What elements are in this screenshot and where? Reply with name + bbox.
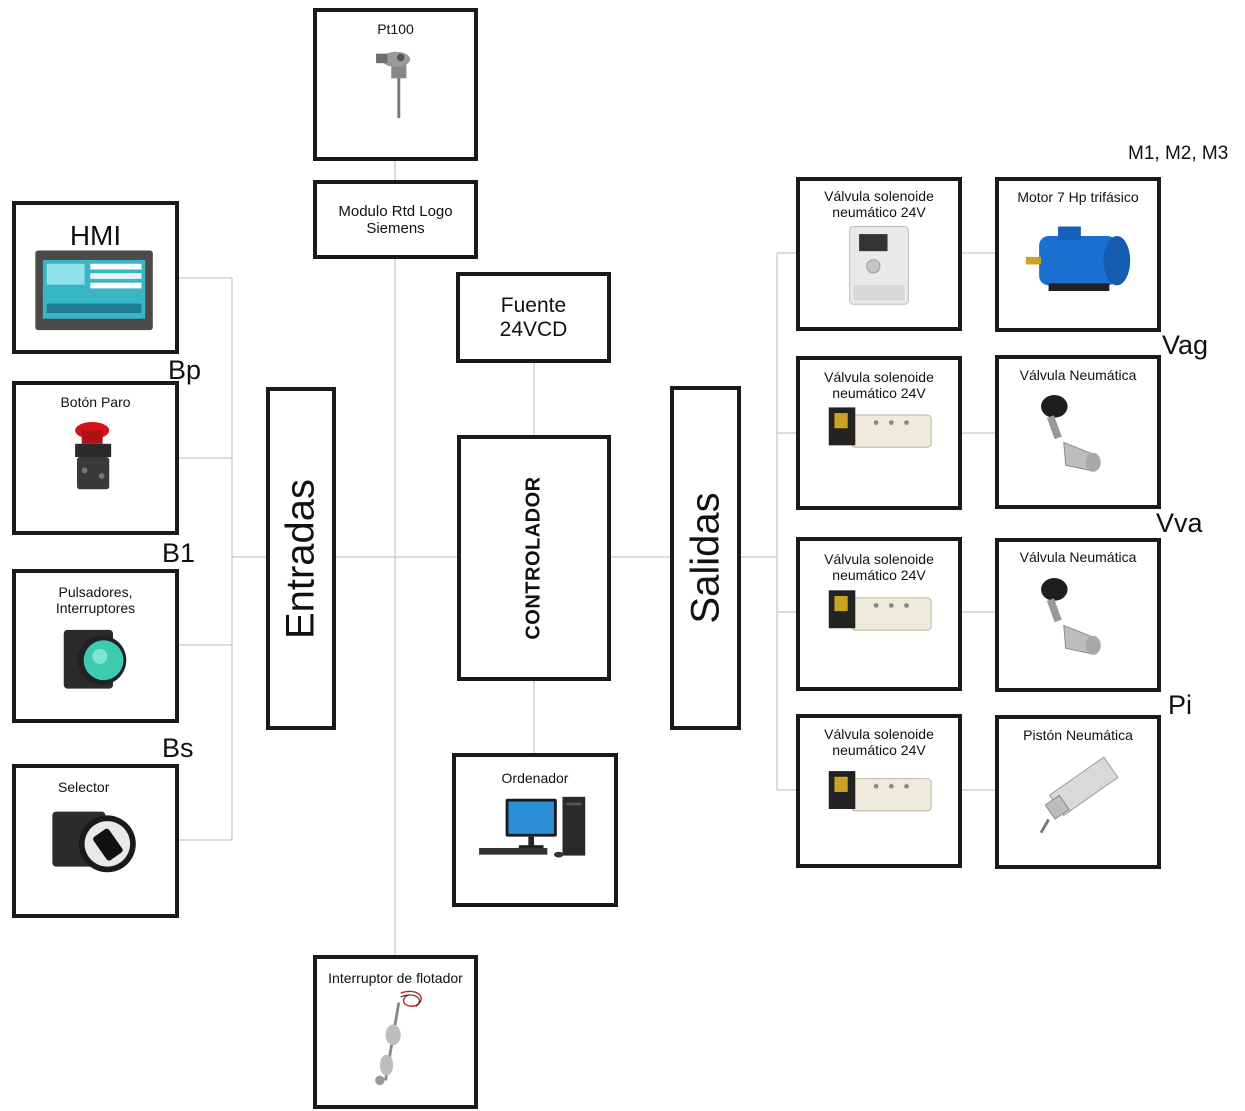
frequency-drive-icon	[849, 226, 909, 305]
selector-box: Selector	[12, 764, 179, 918]
pneumatic-valve-label-1: Válvula Neumática	[1019, 367, 1137, 383]
stop-button-label: Botón Paro	[60, 394, 131, 410]
selector-label: Selector	[58, 779, 110, 795]
tag-bp: Bp	[168, 355, 202, 385]
computer-icon	[479, 796, 586, 858]
pneumatic-valve-box-2: Válvula Neumática	[995, 538, 1161, 692]
solenoid-valve-label-2: Válvula solenoide neumático 24V	[824, 369, 934, 401]
rtd-sensor-icon	[376, 51, 411, 119]
solenoid-valve-box-3: Válvula solenoide neumático 24V	[796, 537, 962, 691]
hmi-box: HMI	[12, 201, 179, 354]
tag-b1: B1	[162, 538, 196, 568]
solenoid-valve-icon	[828, 771, 932, 812]
solenoid-valve-label-4: Válvula solenoide neumático 24V	[824, 726, 934, 758]
solenoid-valve-icon	[828, 407, 932, 448]
outputs-label: Salidas	[683, 492, 727, 624]
stop-button-box: Botón Paro	[12, 381, 179, 535]
motor-icon	[1025, 226, 1131, 292]
pneumatic-cylinder-icon	[1039, 756, 1119, 834]
tag-vag: Vag	[1162, 330, 1209, 360]
power-supply-box: Fuente 24VCD	[456, 272, 611, 363]
push-button-icon	[63, 629, 127, 689]
pneumatic-valve-box-1: Válvula Neumática	[995, 355, 1161, 509]
pt100-box: Pt100	[313, 8, 478, 161]
motor-box: Motor 7 Hp trifásico	[995, 177, 1161, 332]
tag-vva: Vva	[1156, 508, 1203, 538]
selector-switch-icon	[52, 811, 136, 873]
tag-motors: M1, M2, M3	[1128, 143, 1229, 164]
piston-label: Pistón Neumática	[1023, 727, 1133, 743]
pushbuttons-label: Pulsadores, Interruptores	[55, 584, 136, 616]
solenoid-valve-box-4: Válvula solenoide neumático 24V	[796, 714, 962, 868]
solenoid-valve-box-1: Válvula solenoide neumático 24V	[796, 177, 962, 331]
controller-box: CONTROLADOR	[457, 435, 611, 681]
float-switch-label: Interruptor de flotador	[328, 970, 463, 986]
controller-label: CONTROLADOR	[522, 476, 545, 640]
tag-pi: Pi	[1168, 690, 1193, 720]
power-supply-label: Fuente 24VCD	[499, 294, 568, 341]
solenoid-valve-label-3: Válvula solenoide neumático 24V	[824, 551, 934, 583]
hmi-panel-icon	[35, 250, 153, 331]
outputs-box: Salidas	[670, 386, 741, 730]
computer-label: Ordenador	[501, 770, 569, 786]
inputs-box: Entradas	[266, 387, 336, 730]
float-switch-box: Interruptor de flotador	[313, 955, 478, 1109]
tag-bs: Bs	[162, 733, 194, 763]
solenoid-valve-label-1: Válvula solenoide neumático 24V	[824, 188, 934, 220]
piston-box: Pistón Neumática	[995, 715, 1161, 869]
hmi-label: HMI	[69, 220, 122, 251]
pt100-label: Pt100	[377, 21, 414, 37]
solenoid-valve-box-2: Válvula solenoide neumático 24V	[796, 356, 962, 510]
rtd-module-label: Modulo Rtd Logo Siemens	[338, 203, 453, 237]
angle-seat-valve-icon	[1041, 578, 1101, 655]
emergency-stop-icon	[75, 421, 112, 490]
inputs-label: Entradas	[278, 478, 323, 639]
float-switch-icon	[375, 990, 422, 1086]
angle-seat-valve-icon	[1041, 395, 1101, 472]
pneumatic-valve-label-2: Válvula Neumática	[1019, 549, 1137, 565]
motor-label: Motor 7 Hp trifásico	[1017, 189, 1139, 205]
pushbuttons-box: Pulsadores, Interruptores	[12, 569, 179, 723]
rtd-module-box: Modulo Rtd Logo Siemens	[313, 180, 478, 259]
solenoid-valve-icon	[828, 590, 932, 631]
computer-box: Ordenador	[452, 753, 618, 907]
